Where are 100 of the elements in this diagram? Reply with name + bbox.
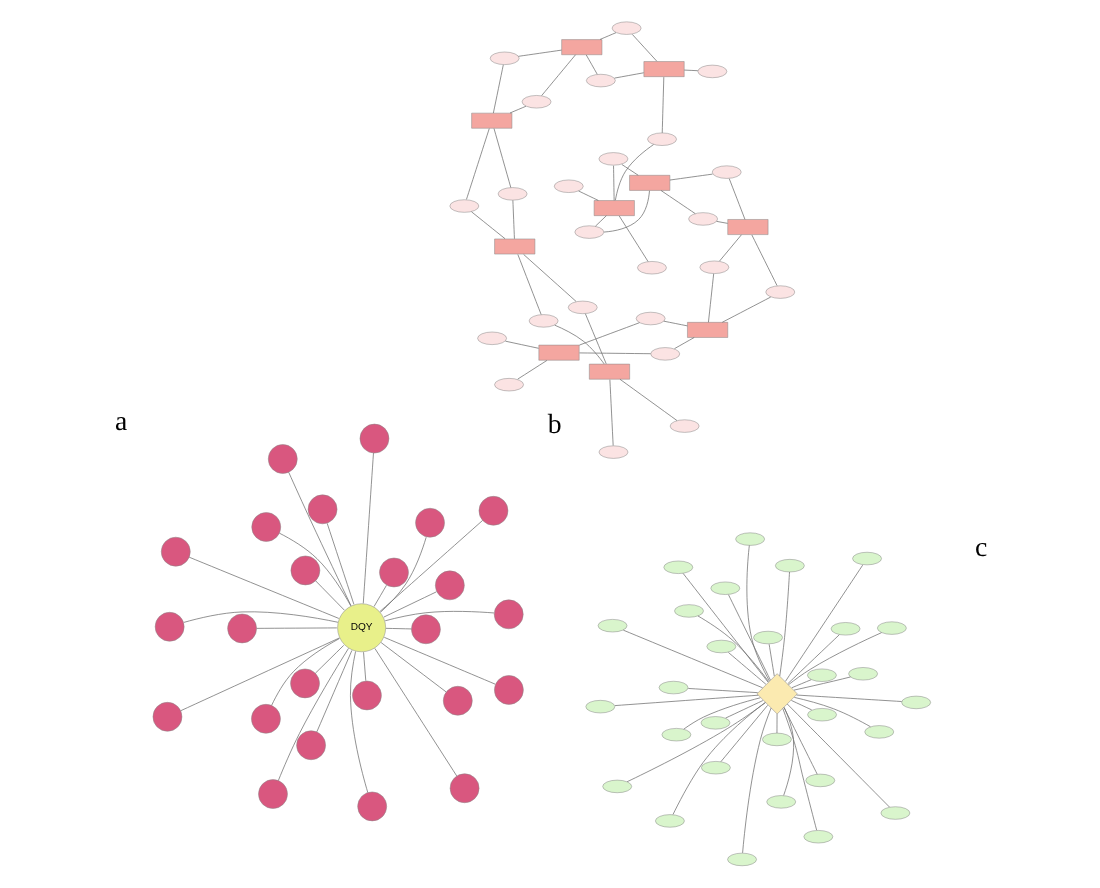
connector	[613, 72, 644, 79]
node-circle	[151, 702, 182, 732]
node-box	[493, 238, 535, 255]
node-circle	[257, 779, 287, 809]
node-ellipse	[804, 773, 835, 787]
node-ellipse	[660, 728, 691, 742]
node-circle	[378, 557, 408, 588]
node-ellipse	[734, 532, 764, 546]
connector	[745, 545, 769, 682]
node-ellipse	[597, 152, 628, 166]
node-diamond	[755, 673, 797, 715]
label: c	[973, 532, 987, 563]
connector	[618, 378, 677, 421]
connector	[621, 629, 762, 689]
node-ellipse	[774, 559, 804, 573]
node-ellipse	[584, 700, 615, 714]
connector	[516, 254, 541, 315]
node-ellipse	[806, 668, 836, 682]
connector	[727, 594, 770, 681]
node-circle	[434, 570, 464, 601]
node-ellipse	[876, 621, 906, 635]
node-circle	[477, 496, 508, 526]
connector	[715, 221, 727, 224]
connector	[465, 128, 489, 200]
connector	[617, 215, 648, 262]
node-circle	[351, 680, 381, 711]
node-box	[726, 219, 768, 235]
node-box	[560, 39, 602, 55]
connector	[287, 471, 351, 607]
node-box	[628, 175, 670, 191]
connector	[179, 637, 339, 712]
connector	[775, 713, 777, 734]
connector	[790, 700, 812, 711]
node-circle	[410, 614, 440, 644]
node-ellipse	[806, 708, 836, 722]
connector	[613, 694, 758, 706]
node-ellipse	[597, 445, 628, 459]
connector	[277, 648, 348, 781]
node-ellipse	[488, 51, 519, 65]
node-ellipse	[711, 165, 741, 179]
node-circle	[160, 536, 190, 567]
connector	[349, 651, 368, 793]
connector	[718, 234, 741, 262]
node-ellipse	[851, 552, 881, 566]
node-ellipse	[634, 312, 665, 326]
node-ellipse	[527, 314, 558, 328]
connector	[625, 702, 765, 783]
node-circle	[289, 555, 320, 586]
connector	[383, 611, 494, 622]
connector	[620, 164, 638, 176]
node-ellipse	[698, 260, 729, 274]
connector	[682, 69, 698, 72]
connector	[767, 643, 774, 677]
connector	[255, 627, 337, 629]
connector	[511, 199, 514, 240]
connector	[786, 634, 839, 685]
node-ellipse	[585, 74, 615, 88]
node-ellipse	[553, 179, 583, 193]
connector	[612, 165, 614, 201]
connector	[325, 523, 354, 605]
node-circle	[493, 675, 523, 705]
node-ellipse	[496, 187, 527, 201]
node-ellipse	[802, 830, 833, 844]
connector	[584, 54, 597, 75]
connector	[787, 632, 881, 686]
connector	[727, 178, 745, 220]
node-ellipse	[863, 725, 893, 739]
node-ellipse	[752, 631, 782, 645]
connector	[778, 571, 789, 677]
node-ellipse	[654, 814, 684, 828]
connector	[668, 173, 712, 181]
node-ellipse	[649, 347, 679, 361]
node-ellipse	[646, 132, 676, 146]
connector	[584, 313, 606, 365]
connector	[614, 144, 653, 201]
node-circle	[356, 791, 386, 822]
connector	[315, 650, 352, 733]
connector	[373, 648, 457, 777]
node-box	[588, 363, 629, 380]
label: a	[114, 406, 127, 437]
node-circle	[448, 773, 479, 803]
connector	[659, 190, 695, 215]
node-ellipse	[567, 300, 597, 314]
node-ellipse	[520, 95, 551, 109]
connector	[784, 564, 863, 682]
node-circle	[414, 508, 444, 538]
node-ellipse	[673, 604, 703, 618]
node-box	[537, 344, 579, 361]
connector	[361, 452, 373, 604]
node-ellipse	[448, 199, 479, 213]
node-ellipse	[476, 331, 506, 345]
connector	[719, 705, 767, 763]
connector	[278, 532, 351, 607]
connector	[314, 645, 344, 674]
label: b	[546, 408, 561, 439]
node-ellipse	[696, 64, 727, 78]
node-ellipse	[610, 21, 641, 35]
connector	[187, 556, 339, 619]
node-ellipse	[709, 581, 740, 595]
connector	[508, 105, 526, 114]
